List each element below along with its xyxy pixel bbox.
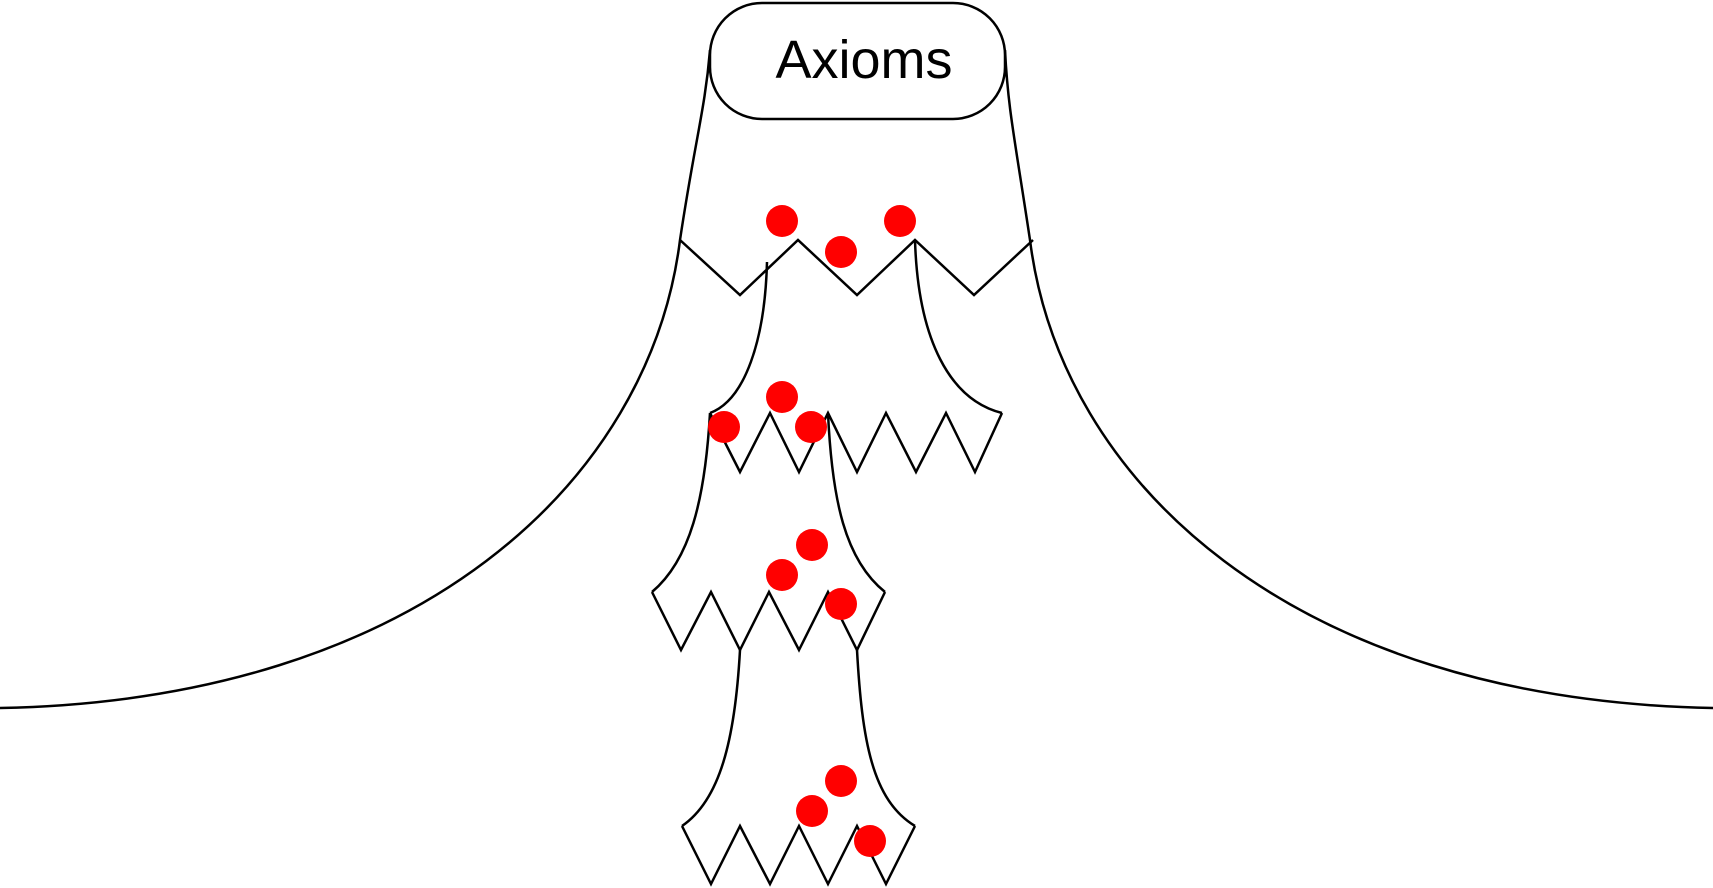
axioms-box (708, 1, 1007, 121)
branch-1-to-2-left (709, 261, 769, 415)
zigzag-level-3 (650, 589, 887, 653)
branch-1-to-2-right (913, 239, 1003, 415)
mountain-right-flank (1003, 49, 1713, 710)
red-dot (796, 795, 828, 827)
mountain-left-flank (0, 49, 712, 710)
red-dot (825, 236, 857, 268)
red-dot (825, 765, 857, 797)
red-dot (766, 205, 798, 237)
zigzag-level-4 (680, 823, 917, 887)
red-dot (796, 529, 828, 561)
branch-3-to-4-right (855, 649, 916, 828)
red-dot (884, 205, 916, 237)
branch-2-to-3-right (826, 412, 886, 593)
red-dot (854, 825, 886, 857)
axioms-label: Axioms (775, 30, 952, 90)
red-dot (766, 559, 798, 591)
zigzag-level-2 (708, 410, 1004, 475)
red-dot (766, 381, 798, 413)
zigzag-level-1 (679, 238, 1034, 297)
red-dot (825, 588, 857, 620)
branch-2-to-3-left (651, 412, 712, 593)
red-dot (708, 411, 740, 443)
red-dot (795, 411, 827, 443)
branch-3-to-4-left (681, 649, 742, 828)
